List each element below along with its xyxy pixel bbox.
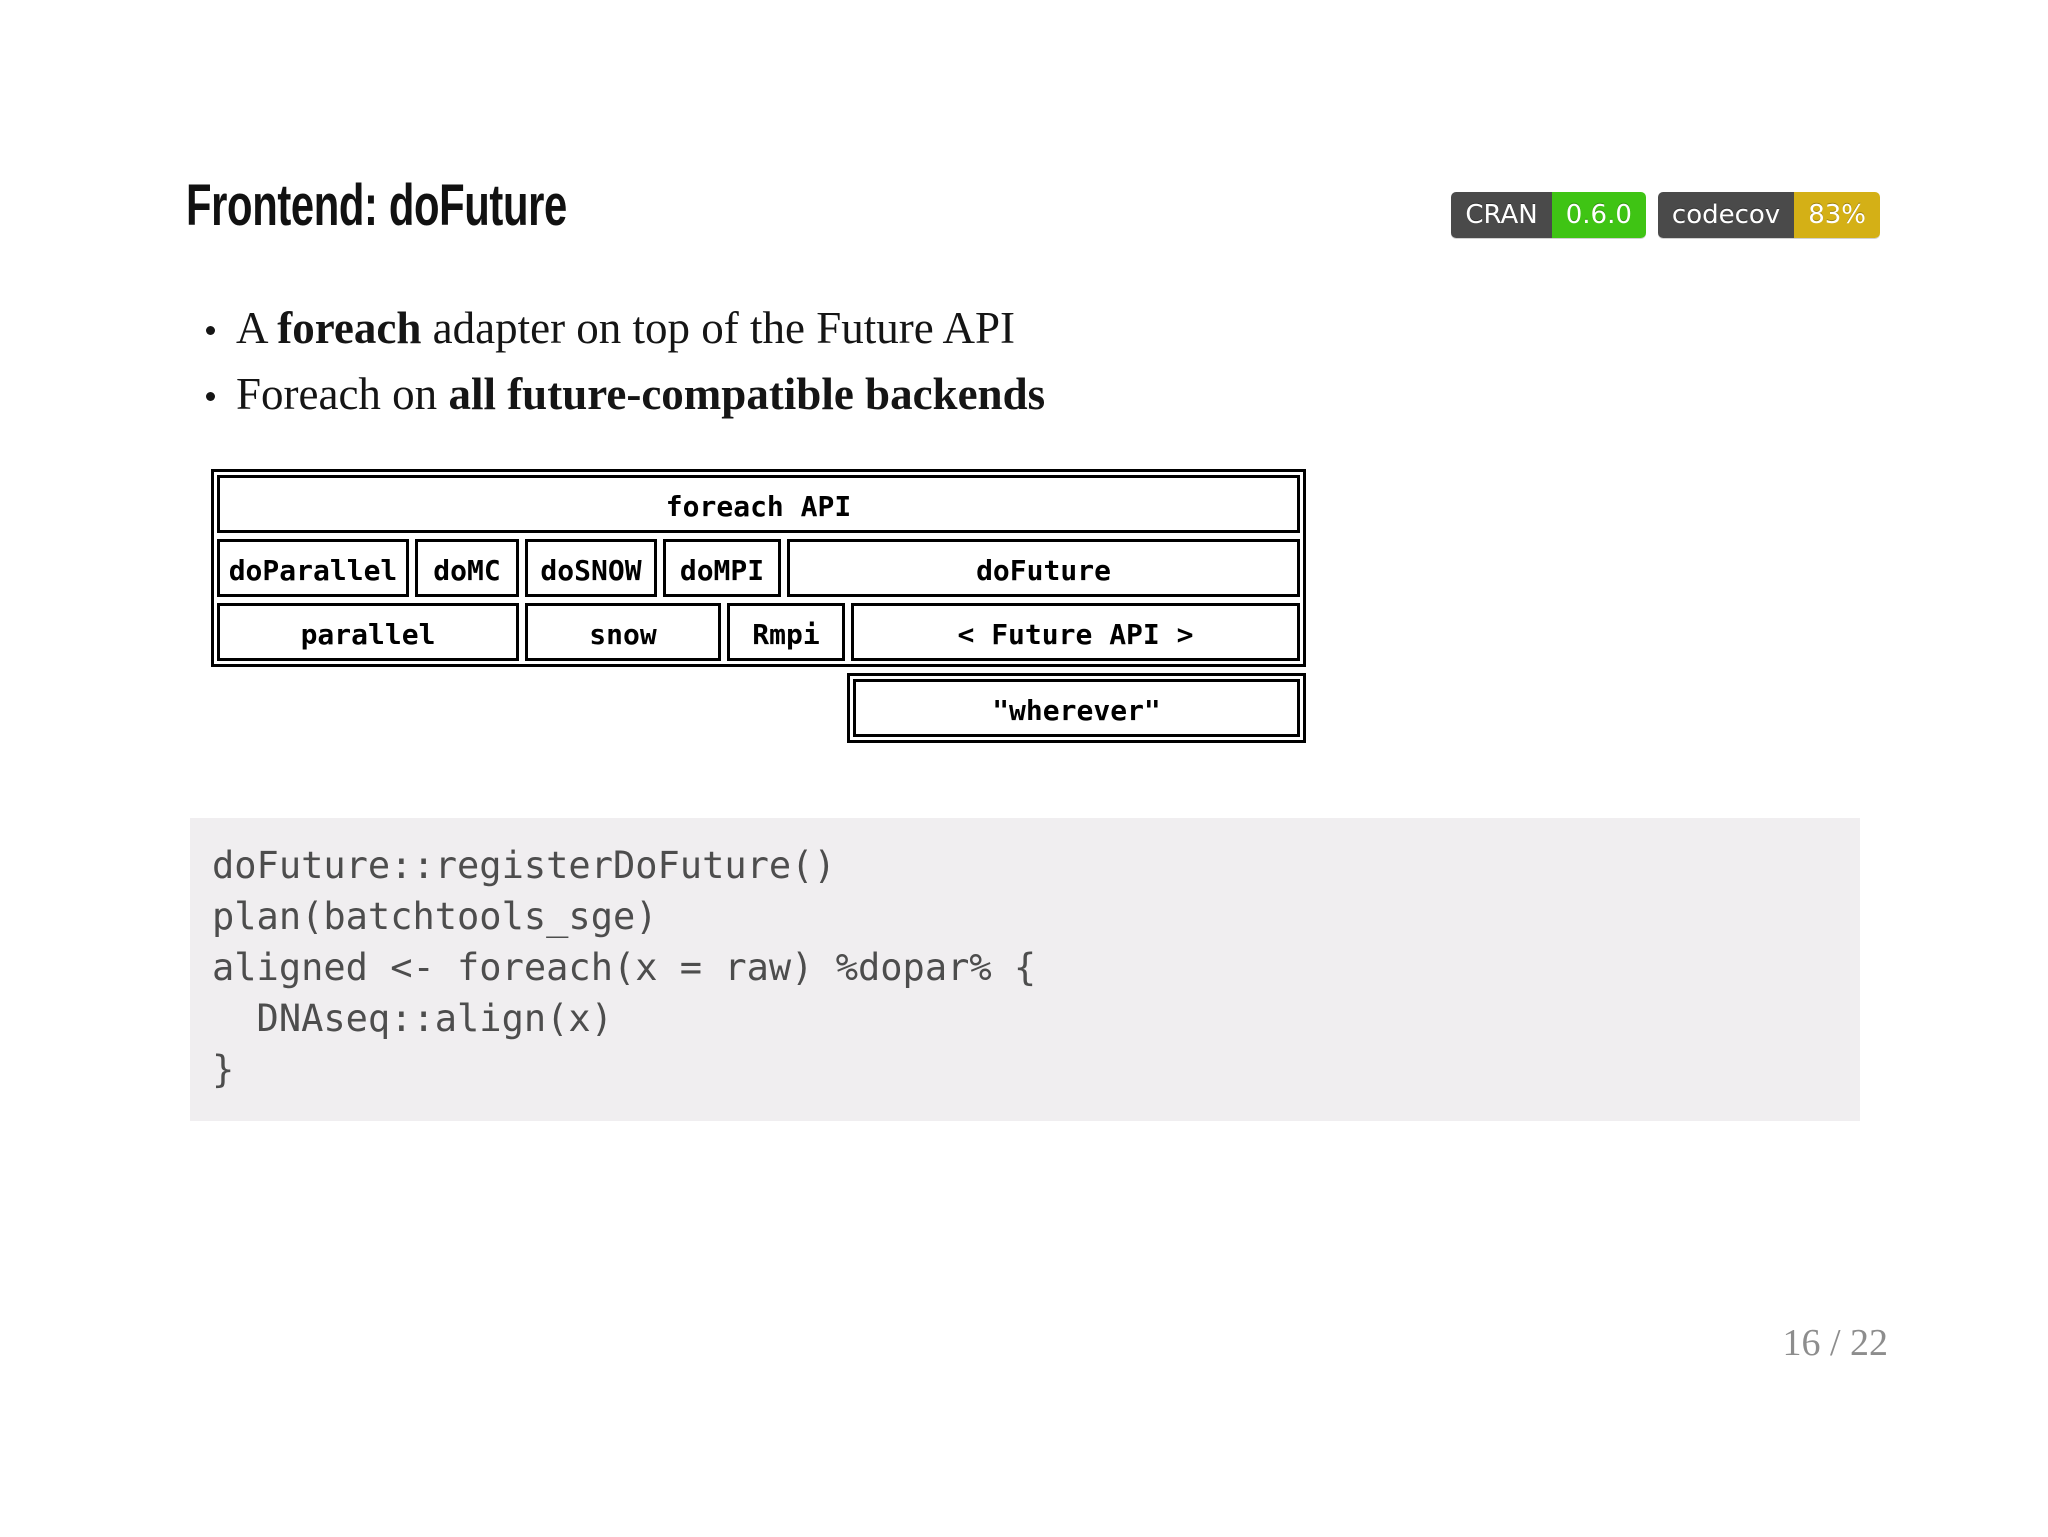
diagram-cell-wherever: "wherever" <box>853 679 1300 737</box>
bullet-text-strong: foreach <box>277 303 422 353</box>
page-number: 16 / 22 <box>1782 1322 1888 1364</box>
stack-diagram-row-adapters: doParallel doMC doSNOW doMPI doFuture <box>217 539 1300 597</box>
badge-row: CRAN 0.6.0 codecov 83% <box>1451 192 1880 238</box>
stack-diagram-row-wherever: "wherever" <box>211 673 1306 743</box>
diagram-cell-doparallel: doParallel <box>217 539 409 597</box>
diagram-cell-future-api: < Future API > <box>851 603 1300 661</box>
status-badge-codecov-value: 83% <box>1794 192 1880 238</box>
diagram-wherever-frame: "wherever" <box>847 673 1306 743</box>
stack-diagram: foreach API doParallel doMC doSNOW doMPI… <box>211 469 1306 743</box>
stack-diagram-row-backends: parallel snow Rmpi < Future API > <box>217 603 1300 661</box>
code-block: doFuture::registerDoFuture() plan(batcht… <box>190 818 1860 1121</box>
bullet-list: A foreach adapter on top of the Future A… <box>190 295 1045 427</box>
status-badge-cran-value: 0.6.0 <box>1551 192 1646 238</box>
diagram-cell-domc: doMC <box>415 539 519 597</box>
diagram-cell-snow: snow <box>525 603 721 661</box>
code-block-text: doFuture::registerDoFuture() plan(batcht… <box>212 844 1037 1091</box>
stack-diagram-frame: foreach API doParallel doMC doSNOW doMPI… <box>211 469 1306 667</box>
list-item: A foreach adapter on top of the Future A… <box>190 295 1045 361</box>
list-item: Foreach on all future-compatible backend… <box>190 361 1045 427</box>
diagram-cell-parallel: parallel <box>217 603 519 661</box>
status-badge-codecov[interactable]: codecov 83% <box>1657 192 1880 238</box>
status-badge-cran-label: CRAN <box>1451 192 1552 238</box>
diagram-cell-dompi: doMPI <box>663 539 781 597</box>
bullet-text-prefix: A <box>236 303 278 353</box>
status-badge-codecov-label: codecov <box>1657 192 1795 238</box>
bullet-text-strong: all future-compatible backends <box>448 369 1046 419</box>
diagram-spacer <box>211 673 847 743</box>
bullet-text-prefix: Foreach on <box>236 369 449 419</box>
page-title: Frontend: doFuture <box>186 173 567 238</box>
diagram-cell-dofuture: doFuture <box>787 539 1300 597</box>
diagram-cell-rmpi: Rmpi <box>727 603 845 661</box>
diagram-cell-foreach-api: foreach API <box>217 475 1300 533</box>
diagram-cell-dosnow: doSNOW <box>525 539 657 597</box>
bullet-text-suffix: adapter on top of the Future API <box>421 303 1016 353</box>
status-badge-cran[interactable]: CRAN 0.6.0 <box>1451 192 1646 238</box>
stack-diagram-row-api: foreach API <box>217 475 1300 533</box>
